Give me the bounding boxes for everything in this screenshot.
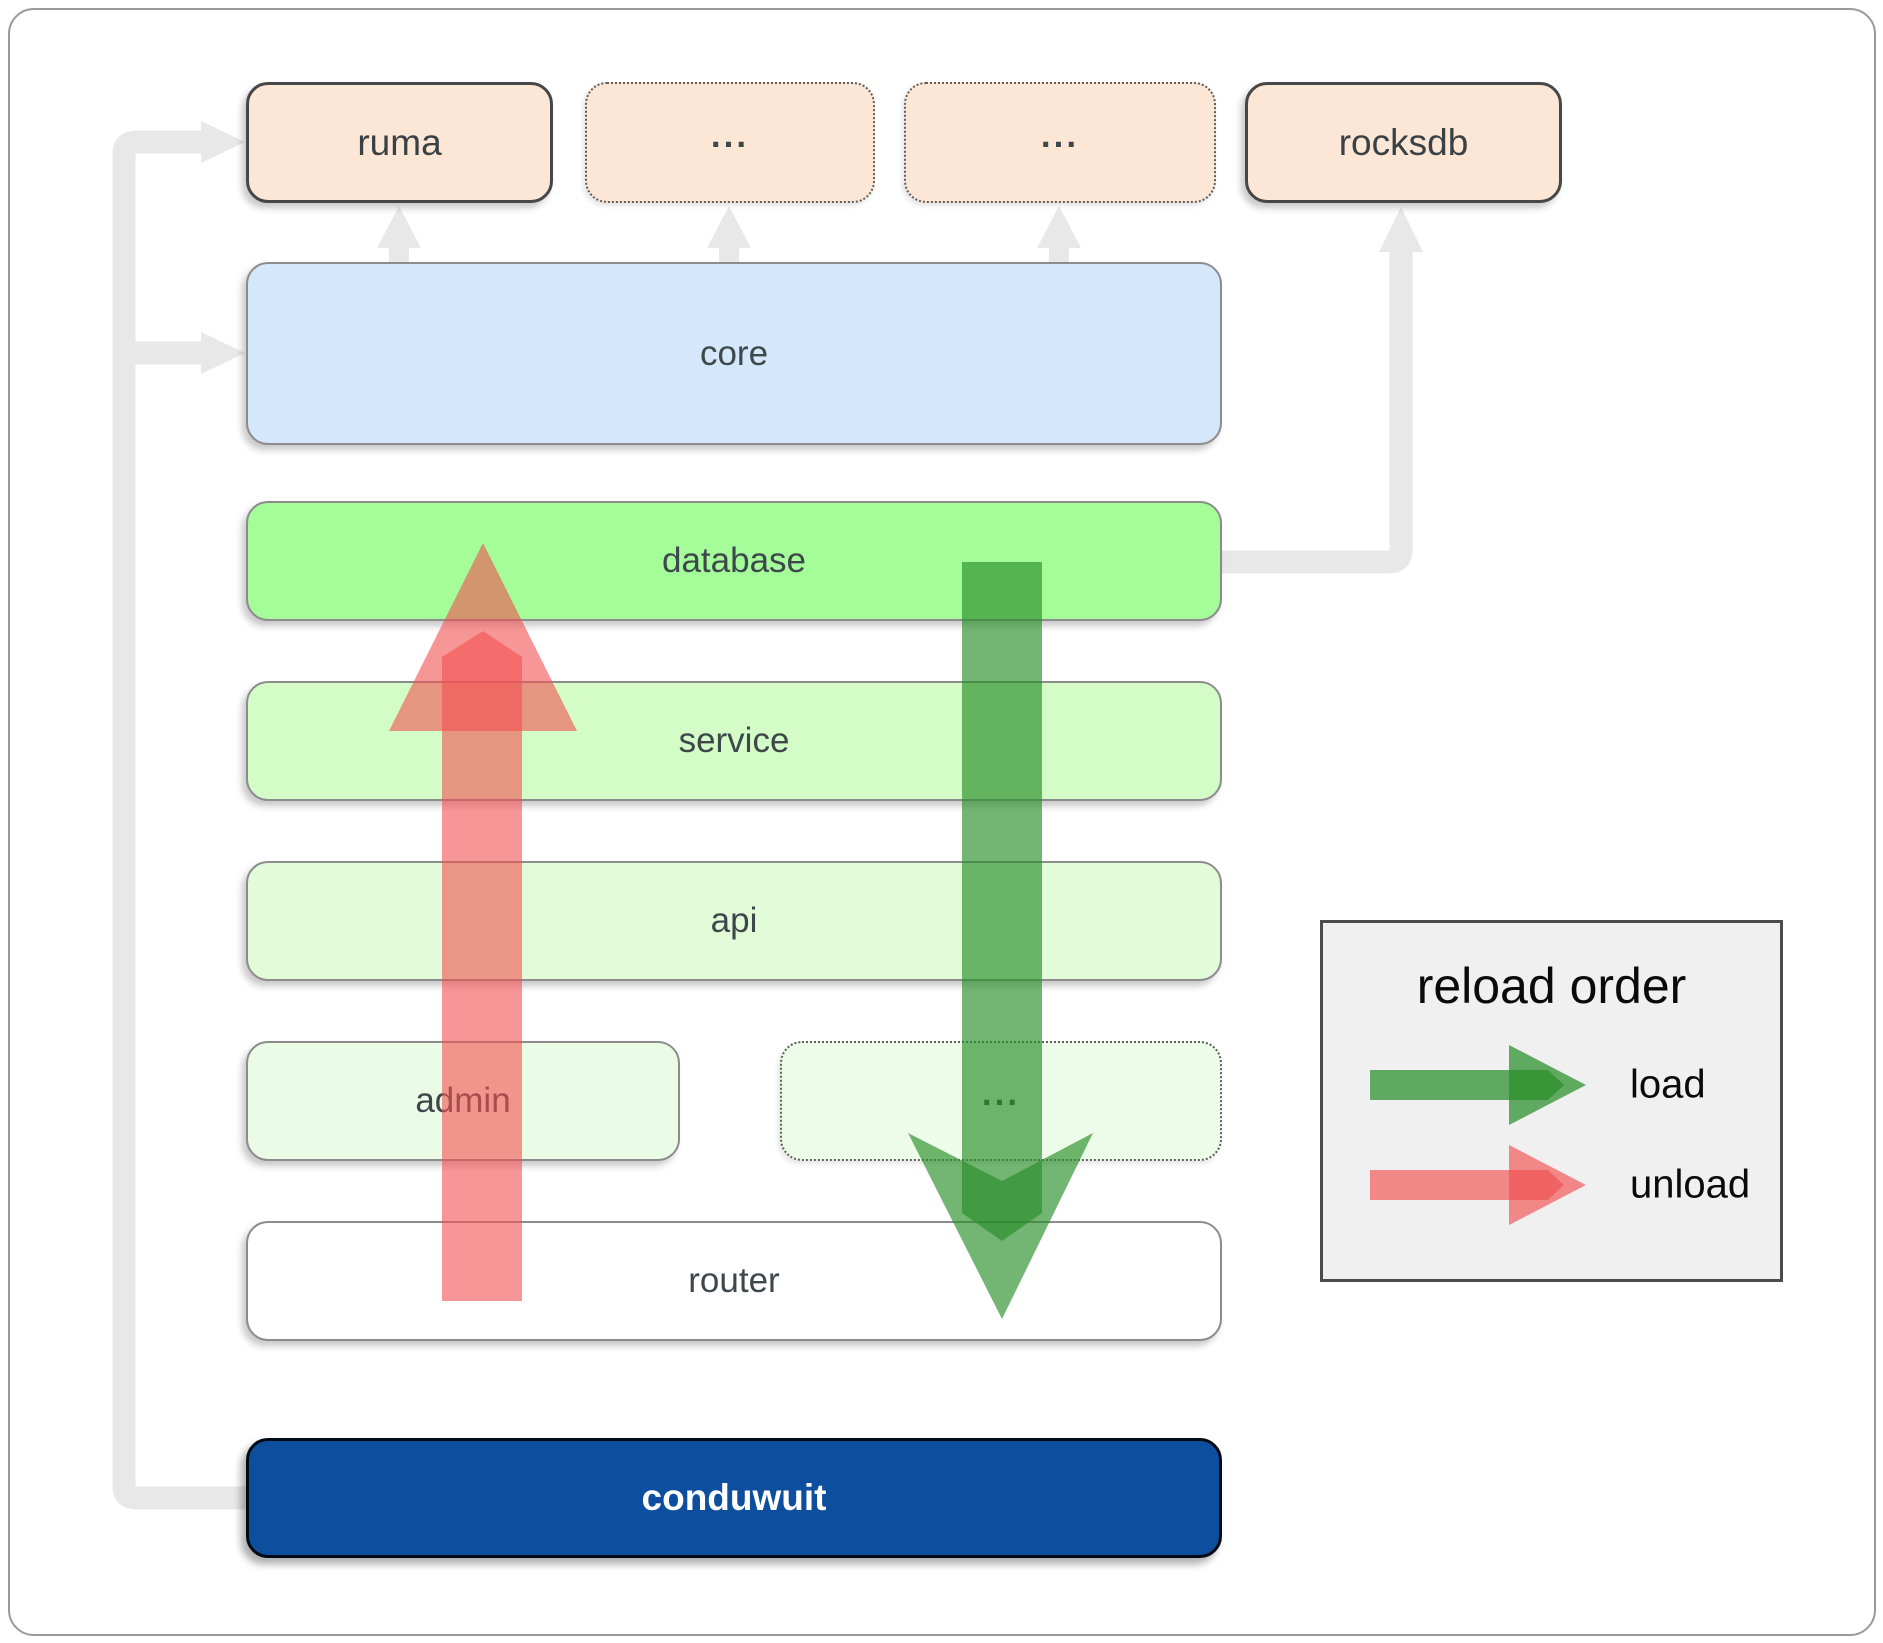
legend-row-load: load (1323, 1045, 1780, 1125)
legend-load-label: load (1630, 1062, 1706, 1107)
conduwuit-to-ruma-connector (112, 121, 246, 1510)
node-rocksdb-label: rocksdb (1338, 121, 1469, 163)
node-database-label: database (661, 541, 807, 580)
node-services-ellipsis: ... (780, 1041, 1222, 1161)
legend: reload order load unload (1320, 920, 1783, 1282)
node-services-ellipsis-label: ... (981, 1074, 1021, 1113)
node-ruma-label: ruma (357, 121, 442, 163)
node-ruma: ruma (246, 82, 553, 203)
legend-unload-arrow-icon (1370, 1145, 1586, 1225)
node-api: api (246, 861, 1222, 981)
legend-title: reload order (1416, 958, 1687, 1014)
node-conduwuit-label: conduwuit (641, 1477, 827, 1518)
arrowhead-into-core (201, 332, 245, 374)
database-to-rocksdb-connector (1222, 207, 1423, 574)
node-router-label: router (688, 1261, 780, 1300)
legend-unload-label: unload (1630, 1162, 1751, 1207)
node-service: service (246, 681, 1222, 801)
node-conduwuit: conduwuit (246, 1438, 1222, 1558)
node-api-label: api (710, 901, 758, 940)
core-to-crates-arrows (377, 206, 1081, 263)
arrowhead-into-ruma (201, 121, 245, 163)
node-admin-label: admin (415, 1081, 511, 1120)
node-database: database (246, 501, 1222, 621)
arrowhead-into-rocksdb (1379, 207, 1423, 252)
node-crates-ellipsis-1: ... (585, 82, 875, 203)
node-crates-ellipsis-1-label: ... (710, 115, 750, 155)
legend-load-arrow-icon (1370, 1045, 1586, 1125)
node-crates-ellipsis-2-label: ... (1040, 115, 1080, 155)
node-core: core (246, 262, 1222, 445)
node-service-label: service (678, 721, 790, 760)
node-rocksdb: rocksdb (1245, 82, 1562, 203)
node-admin: admin (246, 1041, 680, 1161)
node-core-label: core (699, 333, 769, 373)
node-router: router (246, 1221, 1222, 1341)
node-crates-ellipsis-2: ... (904, 82, 1216, 203)
legend-row-unload: unload (1323, 1145, 1780, 1225)
